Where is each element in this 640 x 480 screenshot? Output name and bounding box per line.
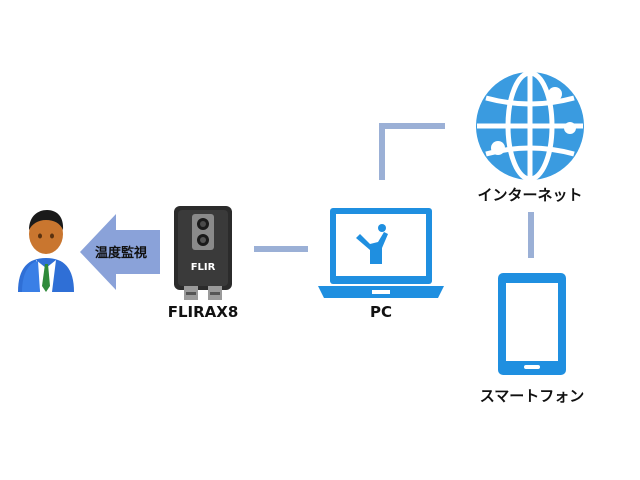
camera-brand-logo: FLIR [190, 262, 216, 273]
pc-label: PC [369, 303, 392, 321]
monitoring-arrow: 温度監視 [80, 212, 160, 292]
laptop-icon [318, 208, 444, 298]
smartphone-label: スマートフォン [479, 387, 585, 405]
thermal-camera-icon [174, 206, 232, 300]
operator-node [14, 206, 78, 294]
smartphone-node [498, 273, 566, 375]
camera-label: FLIRAX8 [167, 303, 239, 321]
arrow-label: 温度監視 [94, 246, 147, 261]
arrow-left-icon [80, 214, 160, 290]
pc-node [318, 208, 444, 300]
internet-node [474, 70, 586, 182]
smartphone-icon [498, 273, 566, 375]
camera-node: FLIR [172, 206, 234, 302]
internet-label: インターネット [477, 186, 583, 204]
person-icon [18, 210, 74, 292]
globe-icon [476, 70, 584, 182]
connector-pc-internet [379, 123, 445, 180]
